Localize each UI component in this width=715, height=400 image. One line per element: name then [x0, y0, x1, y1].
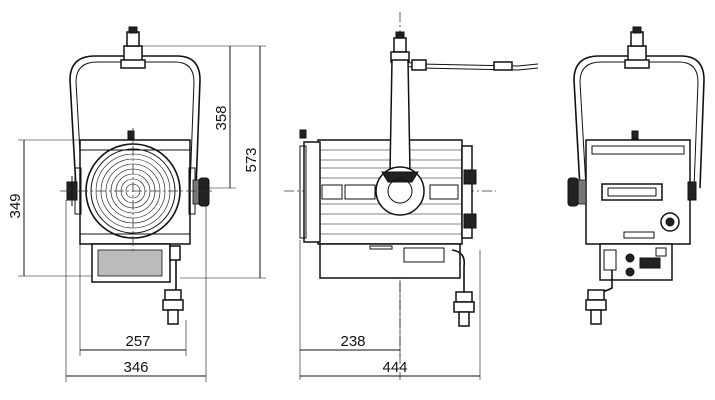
safety-cable [403, 59, 539, 71]
front-spigot [120, 26, 146, 69]
side-power-plug [453, 291, 475, 327]
rear-handle [601, 183, 663, 201]
front-view [60, 26, 212, 325]
dimension-labels: 358 573 349 257 346 238 444 [7, 105, 408, 376]
dim-front-yoke-height: 358 [213, 105, 230, 130]
rear-tilt-knob-left [567, 177, 587, 207]
dim-side-total-depth: 444 [382, 359, 407, 376]
front-power-plug [162, 289, 184, 325]
dim-front-total-height: 573 [243, 147, 260, 172]
rear-control-panel [599, 243, 673, 281]
front-housing [79, 139, 191, 245]
side-ballast [319, 243, 461, 279]
side-spigot [390, 31, 410, 63]
side-view [284, 12, 539, 380]
dimension-lines [18, 45, 481, 382]
dim-side-center-offset: 238 [340, 333, 365, 350]
dim-front-lens-width: 257 [125, 333, 150, 350]
rear-spigot [624, 26, 650, 69]
dim-front-total-width: 346 [123, 359, 148, 376]
front-tilt-knob-right [192, 177, 210, 207]
dim-front-body-height: 349 [7, 193, 24, 218]
side-yoke-arm [389, 59, 411, 173]
rear-power-plug [585, 289, 607, 325]
rear-view [567, 26, 705, 325]
front-ballast [91, 243, 171, 283]
